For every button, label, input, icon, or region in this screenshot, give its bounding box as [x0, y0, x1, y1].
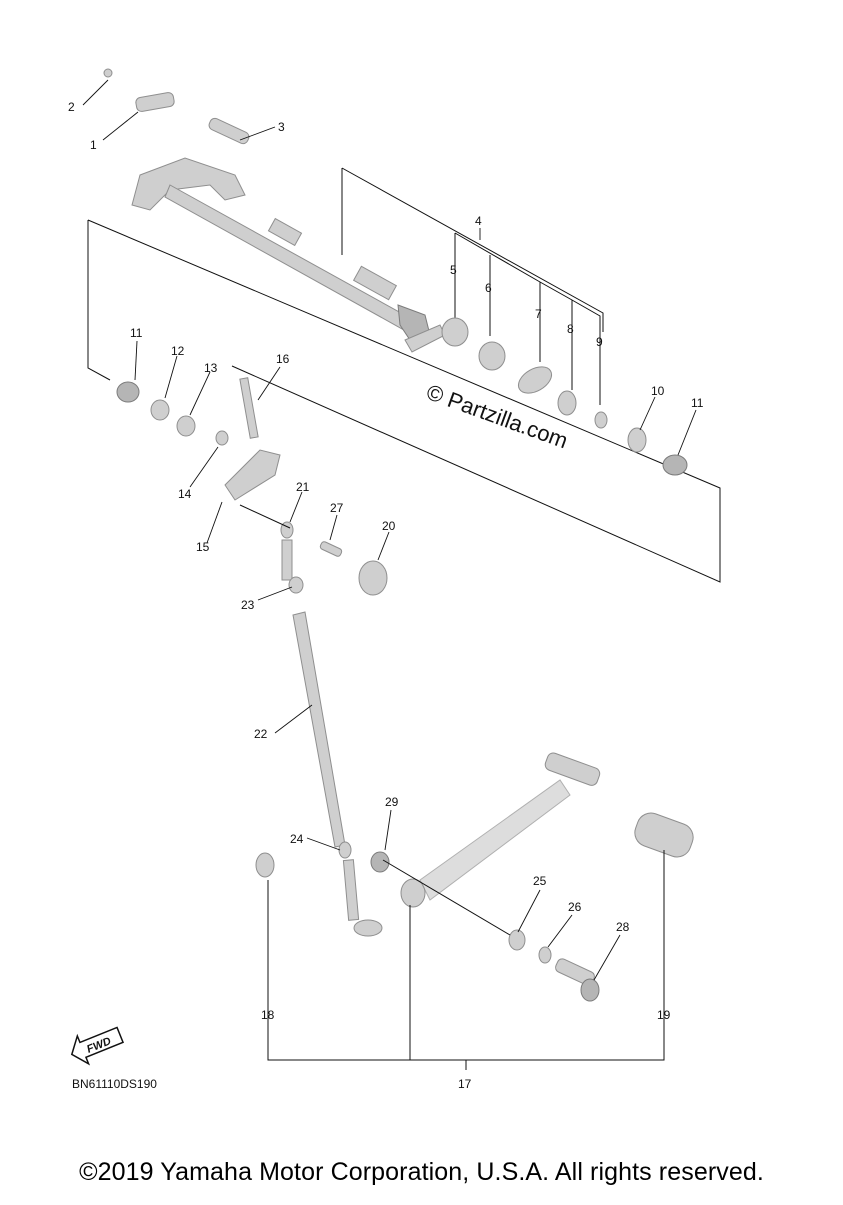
bracket-17 [267, 850, 665, 1070]
leader-lines [82, 79, 697, 981]
callout-7: 7 [535, 307, 542, 321]
callout-14: 14 [178, 487, 192, 501]
callout-15: 15 [196, 540, 210, 554]
callout-9: 9 [596, 335, 603, 349]
callout-19: 19 [657, 1008, 671, 1022]
shift-shaft [131, 157, 446, 353]
watermark-text: © Partzilla.com [423, 379, 571, 453]
callout-13: 13 [204, 361, 218, 375]
callout-20: 20 [382, 519, 396, 533]
callout-26: 26 [568, 900, 582, 914]
group-box-4-frame [341, 167, 604, 332]
joint-line [239, 504, 291, 529]
callout-29: 29 [385, 795, 399, 809]
shift-lever-top [103, 68, 250, 145]
callout-5: 5 [450, 263, 457, 277]
diagram-code: BN61110DS190 [72, 1077, 157, 1091]
callout-4: 4 [475, 214, 482, 228]
left-parts [116, 377, 281, 501]
callouts: 1 2 3 4 5 6 7 8 9 10 11 11 12 13 14 15 1… [68, 100, 704, 1091]
callout-24: 24 [290, 832, 304, 846]
callout-22: 22 [254, 727, 268, 741]
callout-28: 28 [616, 920, 630, 934]
shaft-parts [441, 317, 688, 476]
callout-21: 21 [296, 480, 310, 494]
callout-27: 27 [330, 501, 344, 515]
callout-18: 18 [261, 1008, 275, 1022]
copyright-notice: ©2019 Yamaha Motor Corporation, U.S.A. A… [79, 1158, 764, 1186]
callout-11-right: 11 [691, 396, 704, 410]
callout-10: 10 [651, 384, 665, 398]
fwd-arrow-icon: FWD [70, 1026, 125, 1066]
group-box-main-frame [87, 219, 721, 583]
bracket-4 [454, 232, 601, 405]
callout-17: 17 [458, 1077, 472, 1091]
callout-12: 12 [171, 344, 185, 358]
shift-pedal [255, 752, 694, 1002]
callout-8: 8 [567, 322, 574, 336]
callout-3: 3 [278, 120, 285, 134]
callout-25: 25 [533, 874, 547, 888]
linkage-joint [280, 521, 388, 596]
callout-1: 1 [90, 138, 97, 152]
callout-11-left: 11 [130, 326, 143, 340]
pedal-line [382, 859, 511, 936]
callout-16: 16 [276, 352, 290, 366]
callout-6: 6 [485, 281, 492, 295]
callout-23: 23 [241, 598, 255, 612]
shift-rod [292, 611, 346, 848]
callout-2: 2 [68, 100, 75, 114]
